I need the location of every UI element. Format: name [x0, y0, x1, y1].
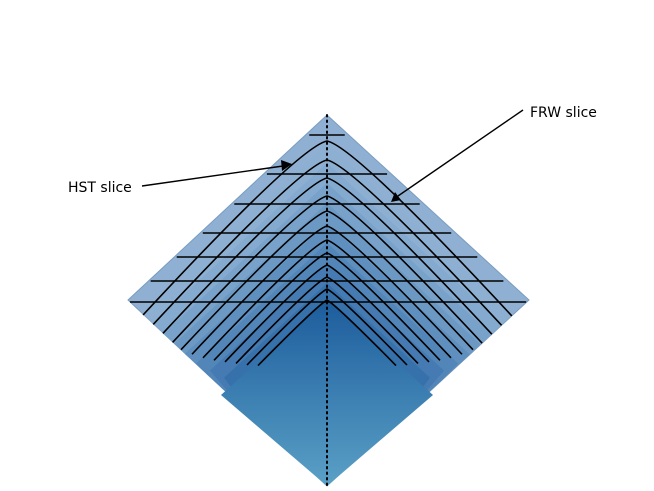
hst-slice-curve: [246, 288, 408, 366]
hst-slice-curve: [202, 239, 452, 359]
hst-arrow-line: [141, 165, 284, 187]
hst-slice-curve: [257, 299, 397, 367]
frw-arrowhead: [391, 192, 401, 202]
hst-slice-curve: [169, 195, 485, 346]
hst-slice-label: HST slice: [68, 180, 132, 196]
hst-arrowhead: [281, 160, 292, 171]
frw-arrow-line: [397, 109, 524, 197]
hst-slice-curve: [136, 140, 518, 323]
diamond-lower-region: [221, 300, 433, 486]
frw-slice-label: FRW slice: [530, 105, 597, 121]
